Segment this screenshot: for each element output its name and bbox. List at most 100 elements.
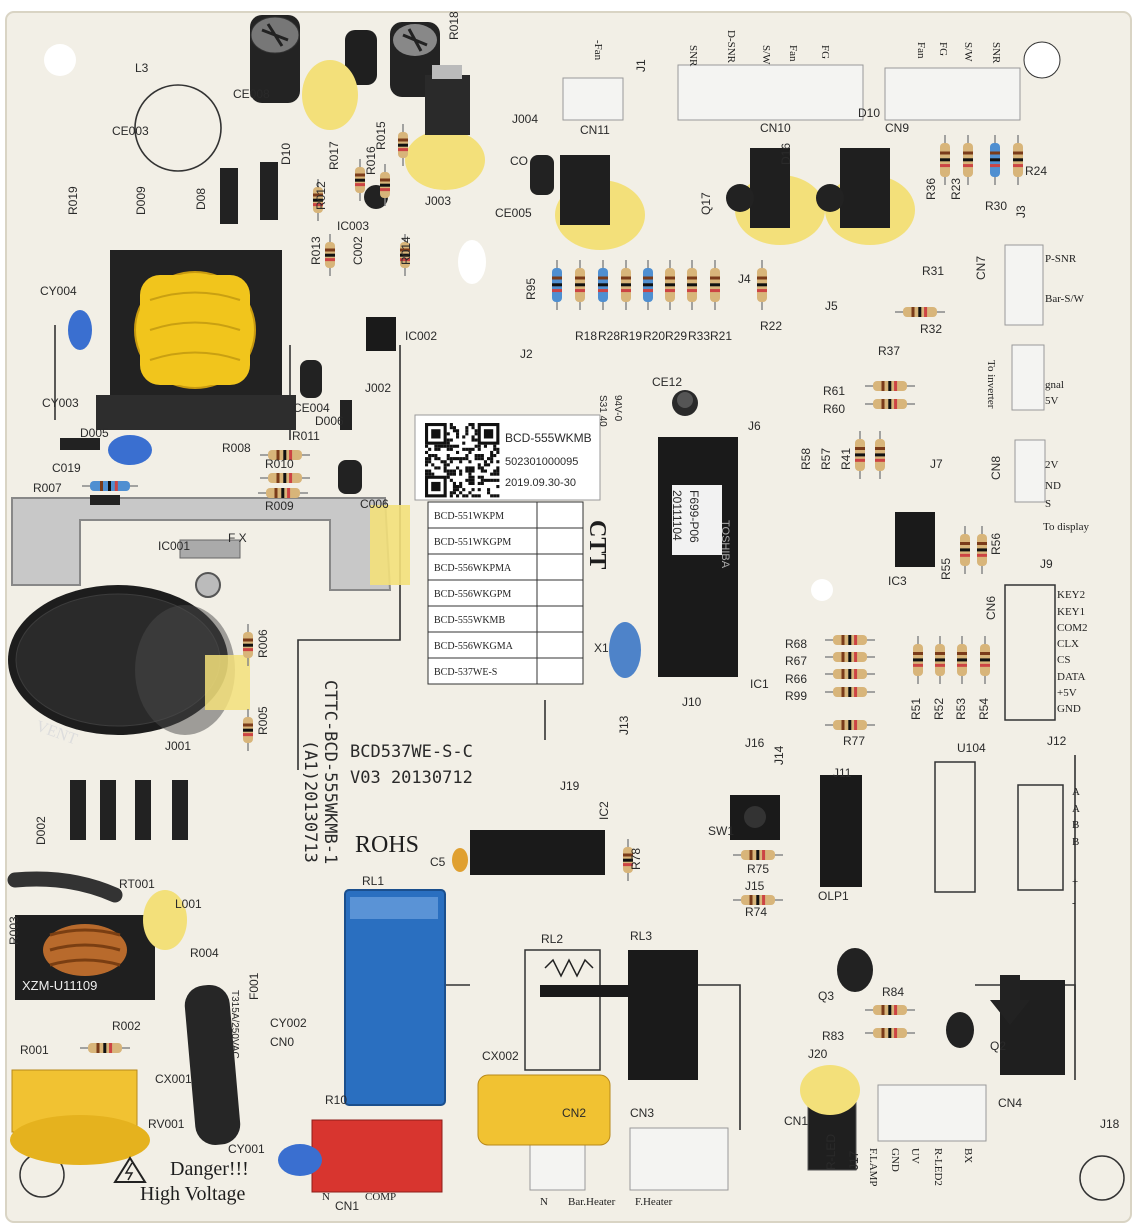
ref-label: J003 bbox=[425, 194, 451, 208]
ref-label: R31 bbox=[922, 264, 944, 278]
ref-label: IC001 bbox=[158, 539, 190, 553]
ref-label: RV001 bbox=[148, 1117, 185, 1131]
resistor bbox=[258, 488, 308, 498]
ic3 bbox=[895, 512, 935, 567]
main-capacitor: VENT bbox=[8, 585, 250, 748]
resistor bbox=[957, 636, 967, 684]
pin-label-cn6: +5V bbox=[1057, 687, 1077, 699]
connector-cn9 bbox=[884, 67, 1021, 121]
mounting-hole bbox=[1079, 1155, 1125, 1201]
qr-code bbox=[425, 423, 500, 498]
ref-label: X1 bbox=[594, 641, 609, 655]
ref-label: R41 bbox=[839, 448, 853, 470]
connector-cn5 bbox=[1017, 784, 1064, 891]
ref-label: IC3 bbox=[888, 574, 907, 588]
pin-label-cn5: B bbox=[1072, 819, 1079, 831]
ref-label: J14 bbox=[772, 745, 786, 765]
ref-label: CY003 bbox=[42, 396, 79, 410]
ref-label: R32 bbox=[920, 322, 942, 336]
pin-label-cn10: D-SNR bbox=[725, 30, 737, 64]
board-cutout bbox=[458, 240, 486, 284]
pin-label-cn7: Bar-S/W bbox=[1045, 293, 1084, 305]
ref-label: CO bbox=[510, 154, 528, 168]
resistor bbox=[865, 399, 915, 409]
ref-label: R20 bbox=[643, 329, 665, 343]
resistors bbox=[80, 124, 1023, 1053]
ref-label: U104 bbox=[957, 741, 986, 755]
resistor bbox=[825, 687, 875, 697]
qr-label: BCD-555WKMB 502301000095 2019.09.30-30 bbox=[414, 414, 601, 501]
varistor-rv001 bbox=[10, 1115, 150, 1165]
pin-label-cn10: S/W bbox=[760, 45, 772, 65]
ref-label: R30 bbox=[985, 199, 1007, 213]
danger-text: Danger!!! bbox=[170, 1158, 249, 1180]
ref-label: J9 bbox=[1040, 557, 1053, 571]
qr-serial: 502301000095 bbox=[505, 456, 578, 468]
resistor bbox=[825, 635, 875, 645]
model-table-row: BCD-537WE-S bbox=[434, 667, 497, 678]
ref-label: R008 bbox=[222, 441, 251, 455]
pin-label-n13: 5V bbox=[1045, 395, 1059, 407]
fuse-f001 bbox=[184, 984, 241, 1145]
pin-label-cn4: UV bbox=[909, 1148, 921, 1164]
ref-label: CE12 bbox=[652, 375, 682, 389]
pin-label-cn6: KEY2 bbox=[1057, 589, 1085, 601]
resistor bbox=[260, 450, 310, 460]
ref-label: R99 bbox=[785, 689, 807, 703]
ref-label: J20 bbox=[808, 1047, 828, 1061]
pin-label-cn4: F.LAMP bbox=[867, 1148, 879, 1187]
ref-label: D006 bbox=[315, 414, 344, 428]
rohs-mark: ROHS bbox=[355, 832, 419, 858]
ref-label: CN8 bbox=[989, 456, 1003, 480]
mounting-hole bbox=[44, 44, 76, 76]
resistor bbox=[643, 260, 653, 310]
pin-label-cn9: Fan bbox=[915, 42, 927, 59]
model-table-row: BCD-556WKGPM bbox=[434, 589, 511, 600]
line-filter bbox=[15, 890, 187, 1000]
model-table-row: BCD-551WKGPM bbox=[434, 537, 511, 548]
pin-label-n13: To inverter bbox=[985, 360, 997, 409]
ref-label: L001 bbox=[175, 897, 202, 911]
pin-label-cn5: - bbox=[1072, 897, 1076, 909]
relay-rl2 bbox=[524, 949, 601, 1071]
pin-label-cn5: B bbox=[1072, 836, 1079, 848]
resistor bbox=[875, 431, 885, 479]
filter-part: XZM-U11109 bbox=[22, 978, 97, 993]
pin-label-n13: gnal bbox=[1045, 379, 1064, 391]
ref-label: R68 bbox=[785, 637, 807, 651]
ref-label: C019 bbox=[52, 461, 81, 475]
pin-label-cn6: KEY1 bbox=[1057, 606, 1085, 618]
olp1 bbox=[820, 775, 862, 887]
ref-label: J6 bbox=[748, 419, 761, 433]
arrow-mark bbox=[990, 975, 1030, 1025]
ref-label: D009 bbox=[134, 186, 148, 215]
ref-label: R016 bbox=[364, 146, 378, 175]
ref-label: J15 bbox=[745, 879, 765, 893]
mcu-side-text-2: 94V-0 bbox=[612, 395, 623, 422]
resistor bbox=[687, 260, 697, 310]
qr-date: 2019.09.30-30 bbox=[505, 477, 576, 489]
transformer bbox=[96, 250, 296, 430]
ref-label: R003 bbox=[7, 916, 21, 945]
pin-label-cn10: FG bbox=[819, 45, 831, 59]
pin-label-cn7: P-SNR bbox=[1045, 253, 1077, 265]
ref-label: R24 bbox=[1025, 164, 1047, 178]
ref-label: R015 bbox=[374, 121, 388, 150]
ref-label: R21 bbox=[710, 329, 732, 343]
pin-label-cn2_cn3: F.Heater bbox=[635, 1196, 673, 1208]
model-table-row: BCD-556WKPMA bbox=[434, 563, 512, 574]
resistor bbox=[665, 260, 675, 310]
resistor bbox=[380, 164, 390, 206]
ref-label: CN11 bbox=[580, 123, 610, 137]
resistor bbox=[1013, 135, 1023, 185]
ref-label: R-LED bbox=[824, 1134, 838, 1170]
ref-label: C006 bbox=[360, 497, 389, 511]
resistor bbox=[398, 124, 408, 166]
ref-label: J12 bbox=[1047, 734, 1067, 748]
resistor bbox=[575, 260, 585, 310]
connector-cn11 bbox=[562, 77, 624, 121]
crystal-x1 bbox=[609, 622, 641, 678]
ref-label: CN9 bbox=[885, 121, 909, 135]
